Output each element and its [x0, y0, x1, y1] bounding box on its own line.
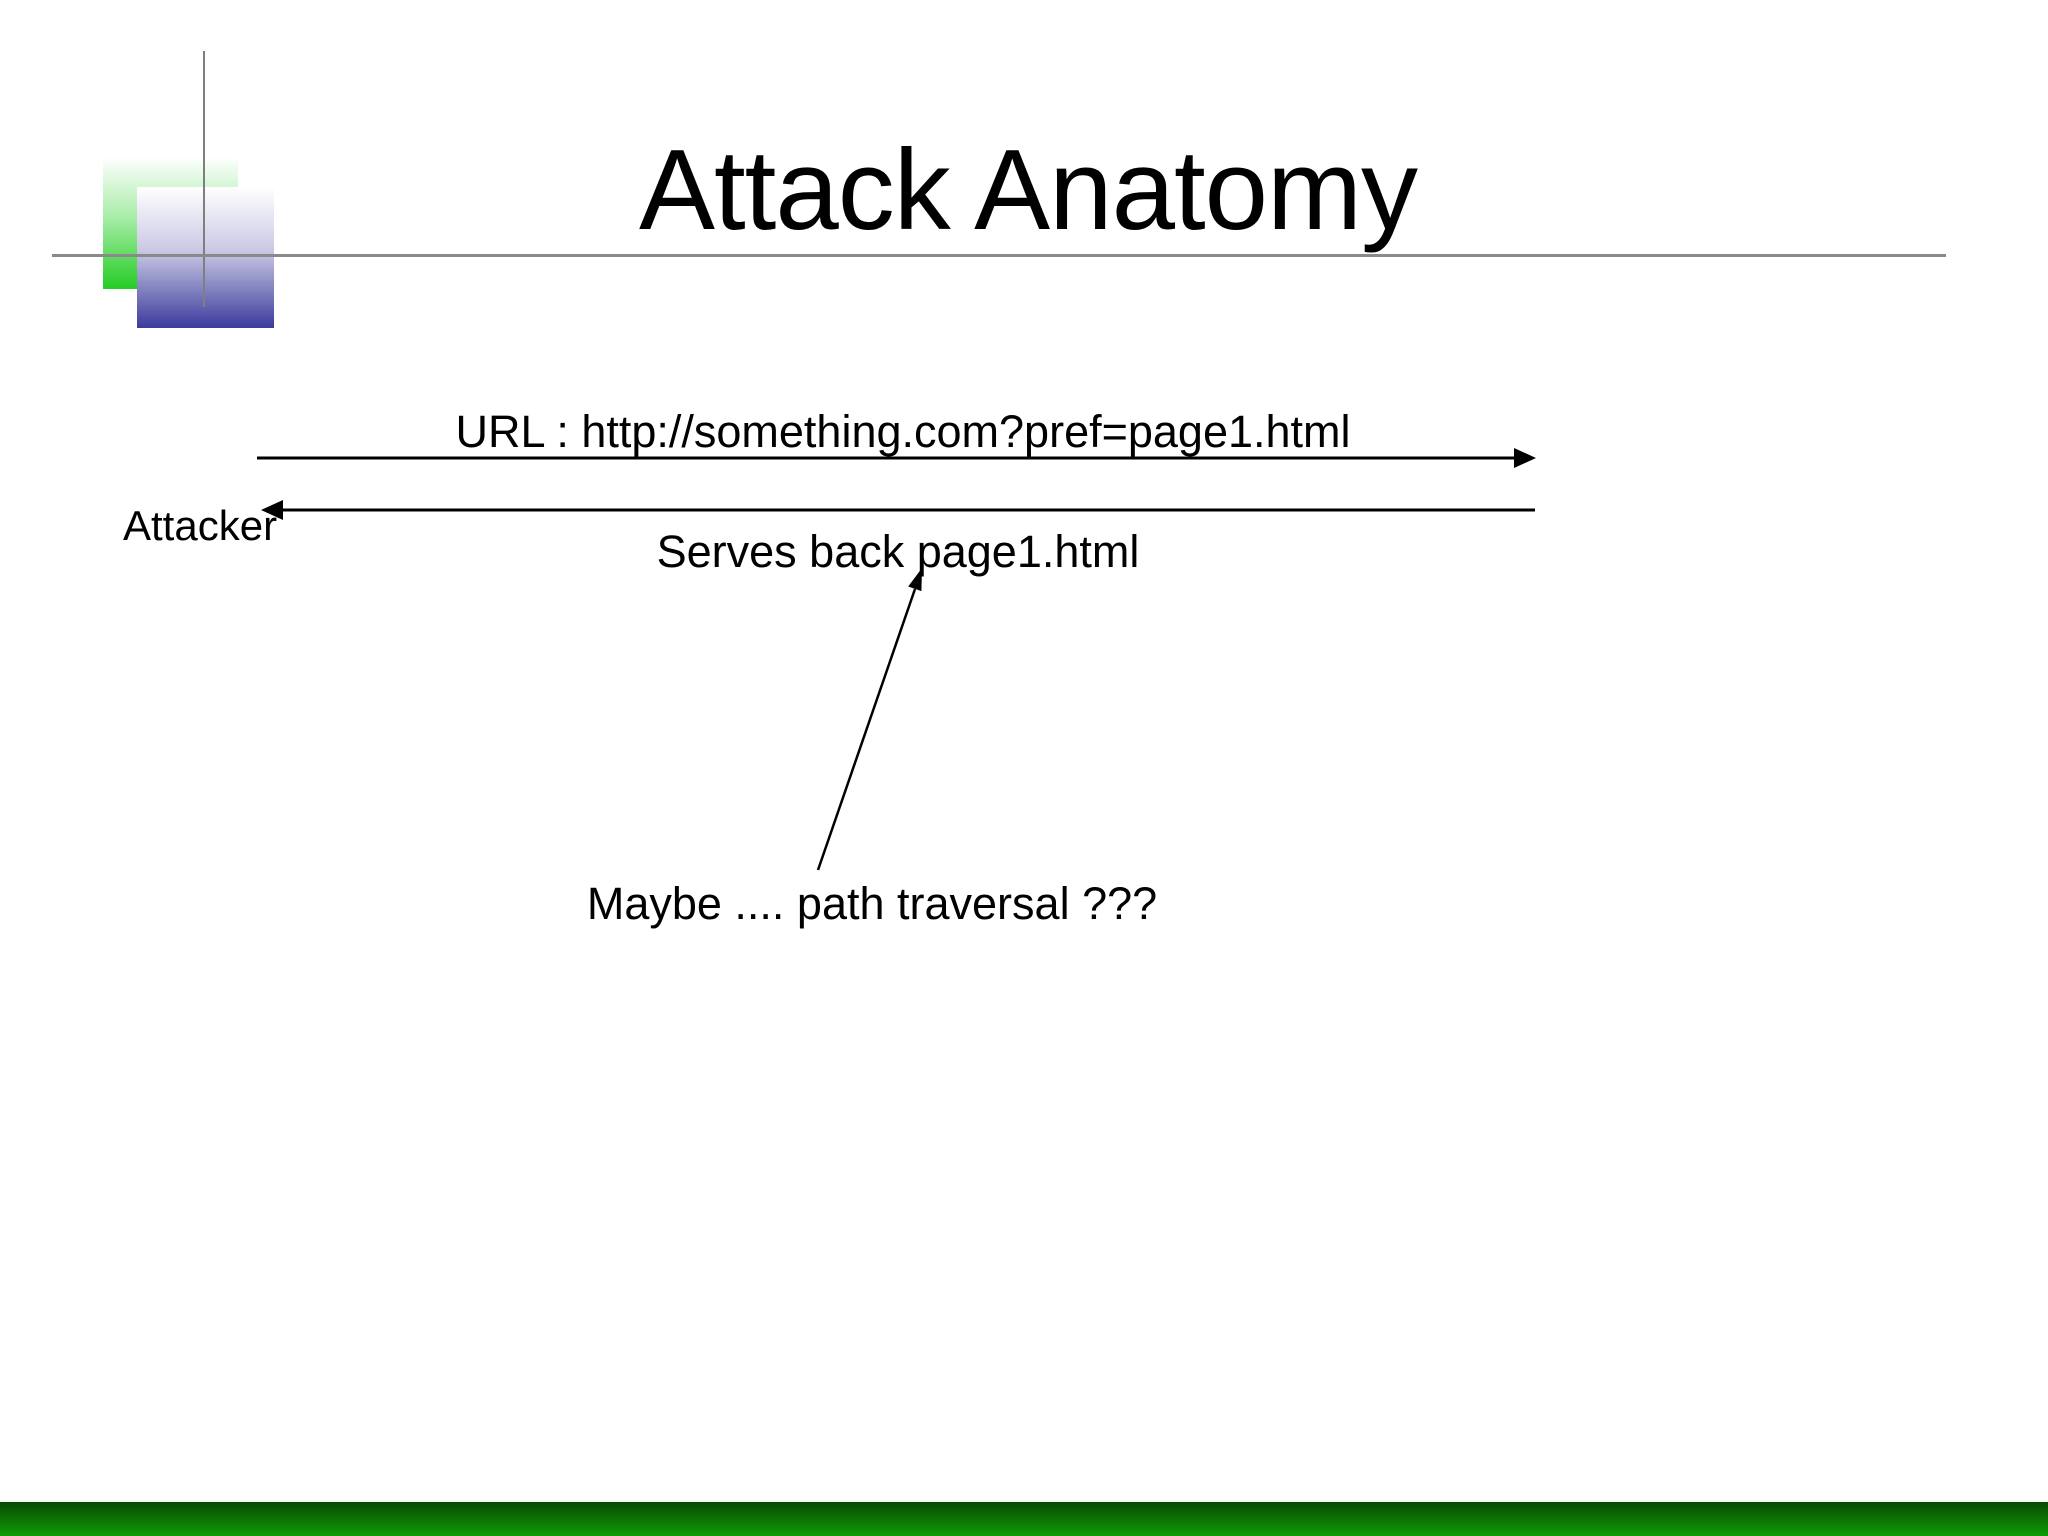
logo-blue-square-icon — [137, 187, 274, 328]
path-traversal-note-label: Maybe .... path traversal ??? — [586, 878, 1158, 929]
request-url-label: URL : http://something.com?pref=page1.ht… — [455, 406, 1351, 457]
attacker-label: Attacker — [123, 502, 278, 549]
response-label: Serves back page1.html — [656, 526, 1140, 577]
title-divider-line — [52, 254, 1946, 257]
slide-title: Attack Anatomy — [638, 127, 1418, 254]
request-arrow — [257, 448, 1536, 468]
footer-accent-bar — [0, 1502, 2048, 1536]
logo-crosshair-line — [203, 51, 205, 307]
response-arrow — [261, 500, 1535, 520]
note-callout-arrow — [816, 568, 922, 871]
